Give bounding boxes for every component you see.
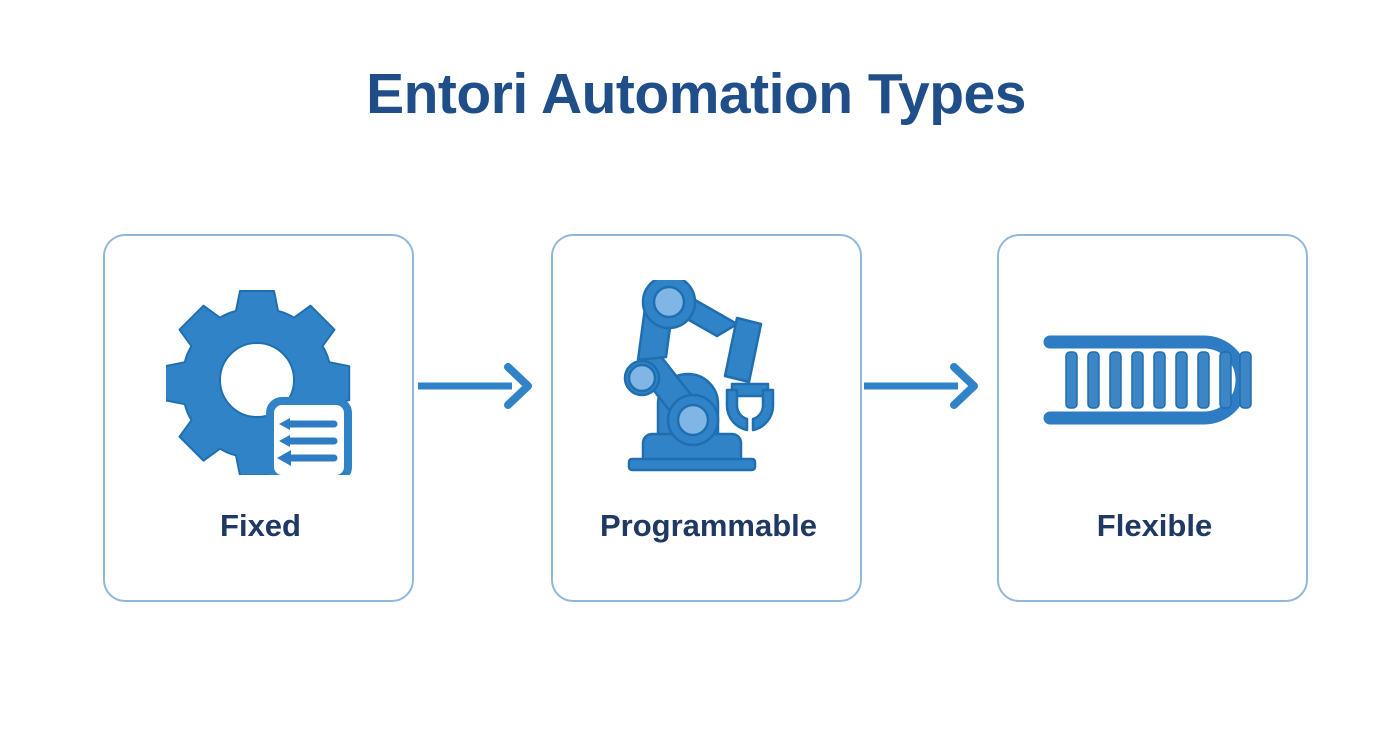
robotic-arm-icon [553,264,864,496]
card-label-programmable: Programmable [599,508,818,543]
card-flexible[interactable]: Flexible [997,234,1308,602]
card-label-fixed: Fixed [220,508,301,543]
card-programmable[interactable]: Programmable [551,234,862,602]
arrow-programmable-to-flexible [862,362,982,410]
conveyor-belt-icon [999,264,1310,496]
card-label-flexible: Flexible [1096,508,1213,543]
gear-document-icon [105,264,416,496]
card-fixed[interactable]: Fixed [103,234,414,602]
page-title: Entori Automation Types [366,62,1026,126]
automation-types-flow: Fixed [103,234,1308,602]
arrow-fixed-to-programmable [416,362,536,410]
